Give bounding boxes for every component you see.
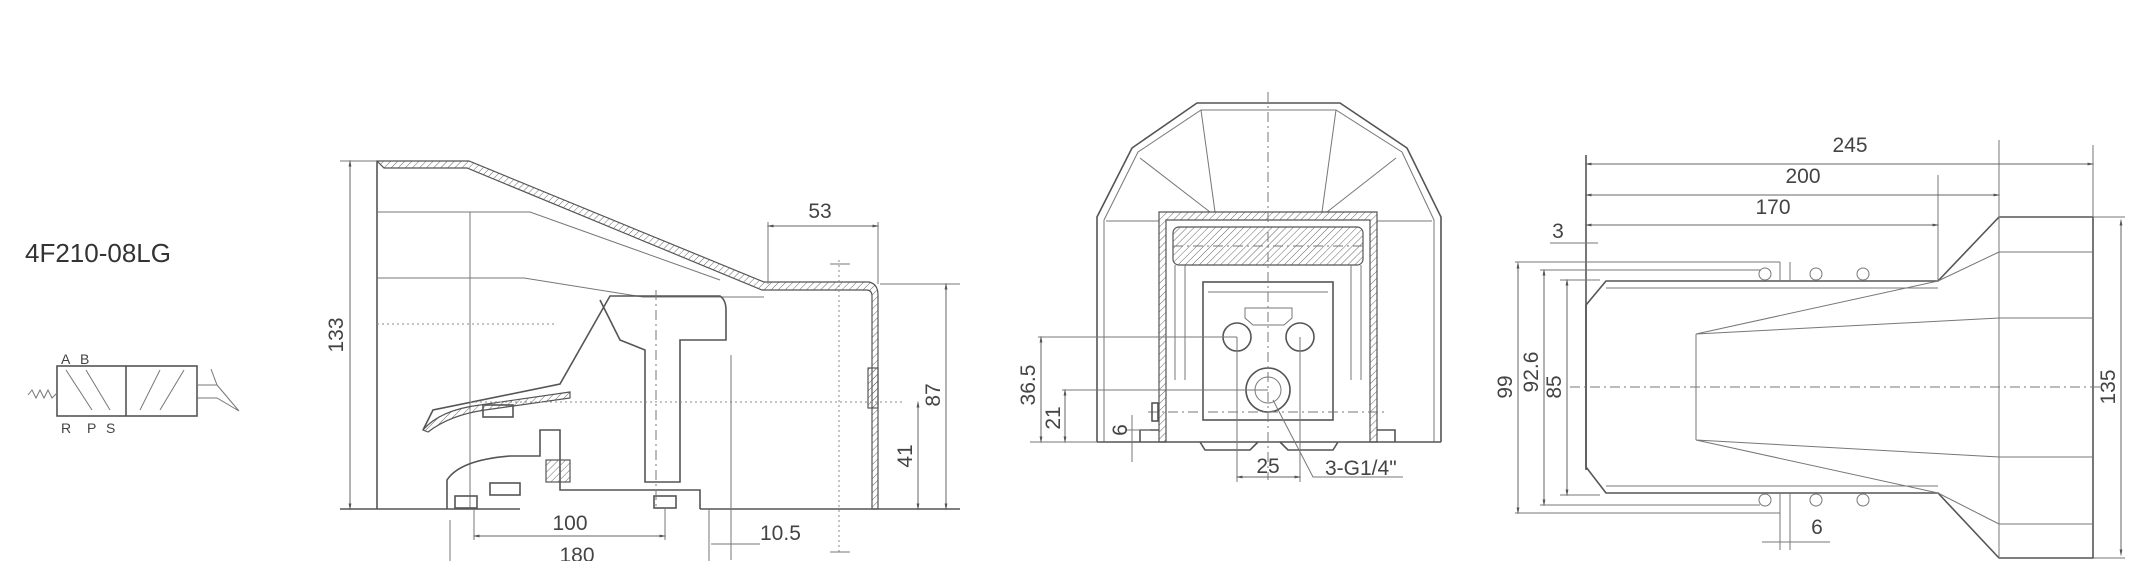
pedal-cover (375, 160, 879, 510)
dim-10-5: 10.5 (760, 522, 801, 545)
dim-180: 180 (559, 544, 594, 561)
dim-135: 135 (2097, 369, 2120, 404)
dim-41: 41 (894, 444, 917, 467)
dim-36-5: 36.5 (1017, 365, 1040, 406)
valve-symbol: A B R P S (27, 351, 240, 436)
mount-bolts (1758, 267, 1870, 507)
dim-245: 245 (1832, 134, 1867, 157)
dim-6-front: 6 (1109, 424, 1132, 436)
dim-53: 53 (808, 200, 831, 223)
dim-6-top: 6 (1811, 516, 1823, 539)
dim-87: 87 (922, 383, 945, 406)
dim-21: 21 (1042, 406, 1065, 429)
model-title: 4F210-08LG (25, 238, 171, 268)
dim-85: 85 (1543, 375, 1566, 398)
front-view: 36.5 21 6 25 3-G1/4" (1017, 92, 1442, 482)
dim-200: 200 (1785, 165, 1820, 188)
side-view: 133 53 87 41 100 180 10.5 (325, 159, 960, 561)
dim-3: 3 (1552, 220, 1564, 243)
spring-icon (27, 388, 58, 400)
port-label-r: R (61, 420, 71, 436)
dim-100: 100 (552, 512, 587, 535)
dim-133: 133 (325, 317, 348, 352)
dim-170: 170 (1755, 196, 1790, 219)
port-label-a: A (61, 351, 71, 367)
port-label-s: S (106, 420, 115, 436)
dim-25: 25 (1256, 455, 1279, 478)
port-fitting (867, 367, 879, 409)
port-label-b: B (80, 351, 89, 367)
dim-92-6: 92.6 (1520, 352, 1543, 393)
port-spec-label: 3-G1/4" (1325, 457, 1397, 480)
top-view: 245 200 170 3 99 92.6 85 135 6 (1494, 134, 2125, 559)
pedal-actuator-icon (197, 368, 240, 412)
port-label-p: P (87, 420, 96, 436)
dim-99: 99 (1494, 375, 1517, 398)
